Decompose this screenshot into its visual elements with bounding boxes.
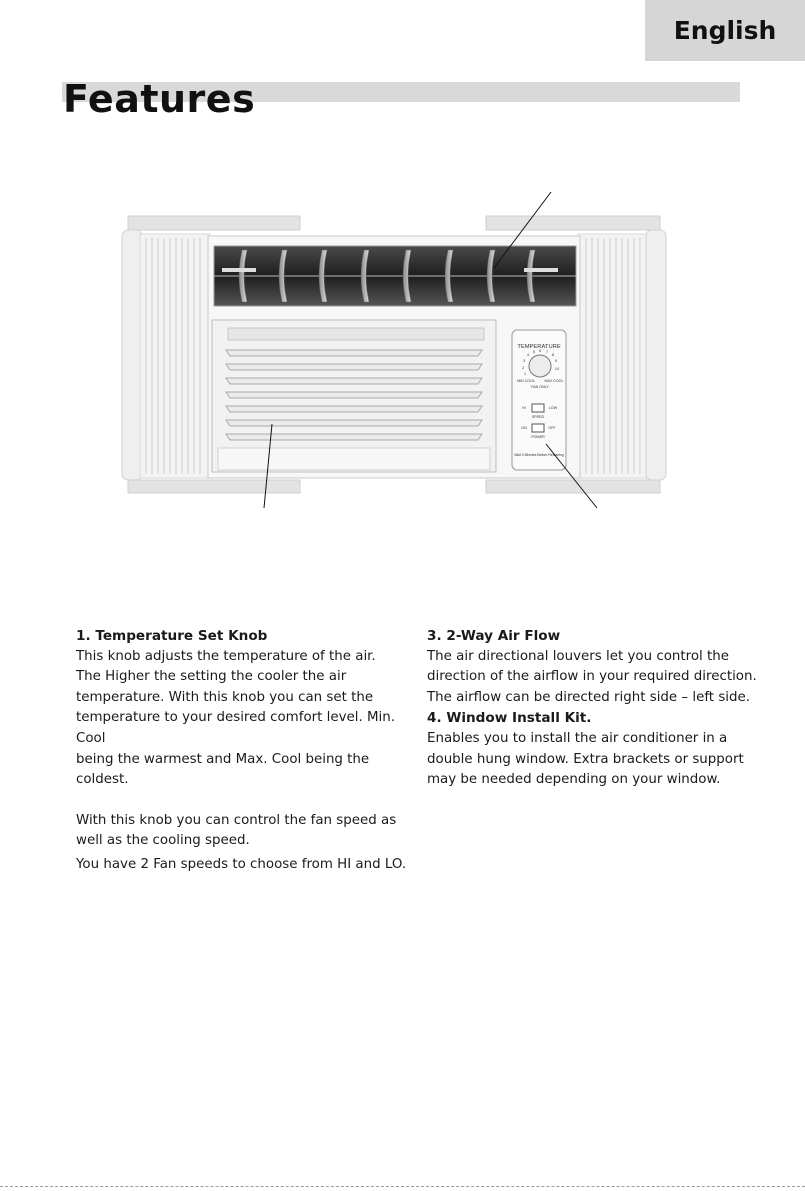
max-cool-label: MAX COOL bbox=[545, 379, 564, 383]
fan-only-label: FAN ONLY bbox=[531, 385, 549, 389]
power-off-label: OFF bbox=[548, 426, 556, 430]
page-bottom-rule bbox=[0, 1186, 805, 1187]
text-line: may be needed depending on your window. bbox=[427, 772, 721, 788]
svg-text:1: 1 bbox=[524, 371, 527, 376]
title-bar bbox=[62, 82, 740, 102]
min-cool-label: MIN COOL bbox=[517, 379, 535, 383]
svg-text:2: 2 bbox=[522, 365, 525, 370]
text-line: The Higher the setting the cooler the ai… bbox=[76, 669, 347, 685]
svg-text:4: 4 bbox=[527, 352, 530, 357]
top-bracket-right bbox=[485, 215, 661, 231]
section-title: 4. Window Install Kit. bbox=[427, 710, 592, 727]
power-switch[interactable] bbox=[531, 423, 545, 433]
text-line: direction of the airflow in your require… bbox=[427, 669, 757, 685]
svg-text:6: 6 bbox=[539, 348, 542, 353]
text-line: This knob adjusts the temperature of the… bbox=[76, 648, 376, 664]
text-line: The air directional louvers let you cont… bbox=[427, 648, 729, 664]
text-line: temperature. With this knob you can set … bbox=[76, 689, 374, 705]
right-side-panel bbox=[577, 229, 667, 481]
page-title: Features bbox=[63, 77, 256, 121]
svg-text:10: 10 bbox=[555, 366, 560, 371]
top-bracket-left bbox=[127, 215, 301, 231]
language-label: English bbox=[673, 16, 777, 45]
text-line: You have 2 Fan speeds to choose from HI … bbox=[76, 856, 407, 872]
svg-text:8: 8 bbox=[552, 352, 555, 357]
text-line: double hung window. Extra brackets or su… bbox=[427, 751, 744, 767]
text-line: being the warmest and Max. Cool being th… bbox=[76, 751, 370, 788]
language-tab: English bbox=[645, 0, 805, 61]
section-title: 1. Temperature Set Knob bbox=[76, 628, 268, 644]
temperature-label: TEMPERATURE bbox=[517, 344, 561, 350]
power-label: POWER bbox=[531, 435, 545, 439]
section-airflow-install: 3. 2-Way Air Flow The air directional lo… bbox=[427, 626, 772, 791]
wait-note: Wait 3 Minutes Before Restarting bbox=[514, 453, 564, 457]
bottom-bracket-left bbox=[127, 479, 301, 494]
section-title: 3. 2-Way Air Flow bbox=[427, 628, 561, 644]
bottom-bracket-right bbox=[485, 479, 661, 494]
speed-low-label: LOW bbox=[549, 406, 558, 410]
leader-line-grille bbox=[263, 423, 273, 509]
temperature-knob[interactable] bbox=[528, 354, 552, 378]
speed-label: SPEED bbox=[532, 415, 545, 419]
text-line: well as the cooling speed. bbox=[76, 833, 250, 849]
text-line: With this knob you can control the fan s… bbox=[76, 812, 397, 828]
svg-text:7: 7 bbox=[546, 349, 549, 354]
text-line: The airflow can be directed right side –… bbox=[427, 689, 751, 705]
leader-line-panel bbox=[545, 443, 598, 509]
svg-text:3: 3 bbox=[523, 358, 526, 363]
front-grille bbox=[211, 319, 497, 473]
power-on-label: ON bbox=[521, 426, 527, 430]
air-louvers bbox=[213, 245, 577, 307]
section-temperature: 1. Temperature Set Knob This knob adjust… bbox=[76, 626, 421, 876]
leader-line-louvers bbox=[493, 191, 552, 269]
text-line: temperature to your desired comfort leve… bbox=[76, 710, 396, 746]
speed-switch[interactable] bbox=[531, 403, 545, 413]
svg-text:9: 9 bbox=[555, 358, 558, 363]
svg-text:5: 5 bbox=[533, 349, 536, 354]
text-line: Enables you to install the air condition… bbox=[427, 730, 728, 746]
speed-hi-label: HI bbox=[522, 406, 526, 410]
left-side-panel bbox=[121, 229, 211, 481]
